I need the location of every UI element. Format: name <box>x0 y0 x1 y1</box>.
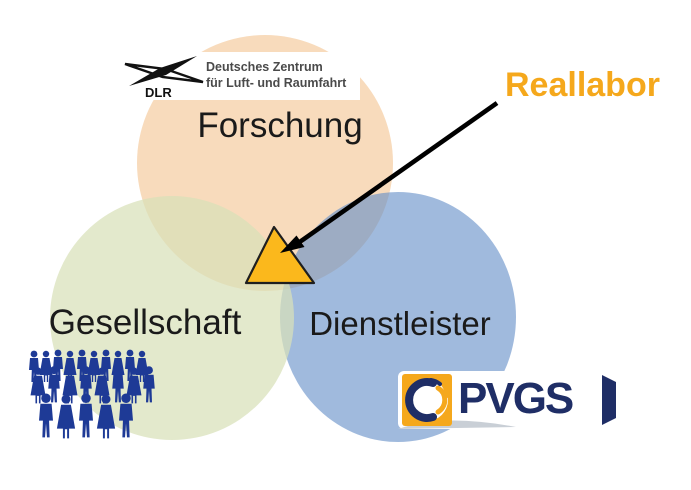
pvgs-bracket-decoration <box>602 375 616 425</box>
dlr-name-line1: Deutsches Zentrum <box>206 60 323 74</box>
dlr-abbr: DLR <box>145 85 172 100</box>
dlr-name-line2: für Luft- und Raumfahrt <box>206 76 347 91</box>
dlr-logo: DLR Deutsches Zentrum für Luft- und Raum… <box>120 52 360 100</box>
dlr-emblem-icon: DLR <box>124 56 204 100</box>
dlr-name: Deutsches Zentrum für Luft- und Raumfahr… <box>206 59 346 92</box>
people-crowd-icon <box>29 349 155 439</box>
dienstleister-label: Dienstleister <box>309 305 491 342</box>
gesellschaft-label: Gesellschaft <box>48 303 242 342</box>
pvgs-logo: PVGS <box>398 371 620 429</box>
pvgs-emblem-icon <box>402 374 452 426</box>
forschung-label: Forschung <box>197 106 363 145</box>
pvgs-wordmark: PVGS <box>458 374 574 423</box>
reallabor-label: Reallabor <box>505 66 660 104</box>
